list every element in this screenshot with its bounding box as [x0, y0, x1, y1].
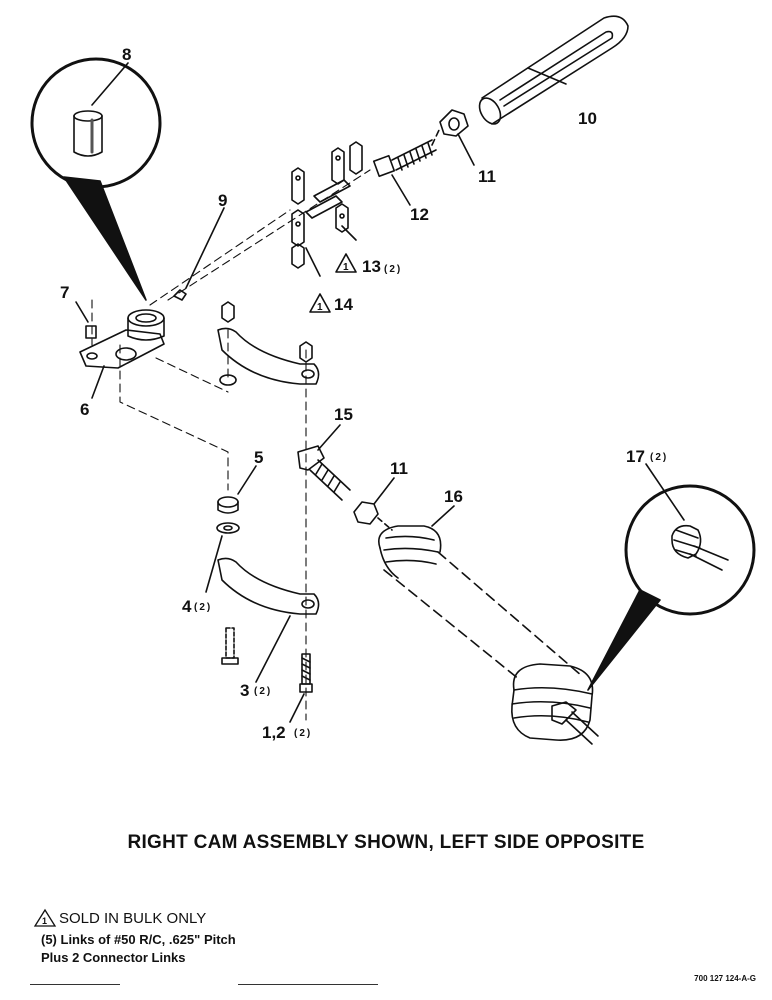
- part-12-threaded-rod: [372, 127, 441, 206]
- warning-triangle-icon: 1: [33, 908, 57, 927]
- callout-5: 5: [254, 448, 263, 467]
- triangle-marker-14: 1: [317, 302, 325, 313]
- part-11-hex-nut-upper: [439, 109, 475, 166]
- bulk-note-title: SOLD IN BULK ONLY: [59, 909, 207, 927]
- part-7-bolt: [75, 301, 97, 339]
- detail-circle-part-17: [587, 463, 756, 691]
- figure-caption: RIGHT CAM ASSEMBLY SHOWN, LEFT SIDE OPPO…: [127, 832, 645, 853]
- callout-6: 6: [80, 400, 89, 419]
- callout-17-qty: (2): [650, 452, 668, 463]
- callout-4-qty: (2): [194, 602, 212, 613]
- part-3-upper-cam-arm: [217, 301, 320, 386]
- drawing-reference-number: 700 127 124-A-G: [694, 974, 756, 983]
- part-11-hex-nut-lower: [353, 477, 395, 531]
- part-10-slotted-arm: [478, 15, 629, 125]
- bulk-note: 1 SOLD IN BULK ONLY (5) Links of #50 R/C…: [33, 907, 453, 965]
- callout-11-upper: 11: [478, 167, 496, 186]
- roller-end-detail: [671, 524, 729, 571]
- part-9-grease-fitting: [173, 207, 225, 301]
- callout-12: 12: [410, 205, 429, 224]
- bulk-note-line-2: Plus 2 Connector Links: [41, 950, 186, 965]
- part-16-cam-roller: [378, 505, 599, 745]
- bushing-detail: [73, 110, 103, 157]
- callout-1-2: 1,2: [262, 723, 286, 742]
- part-6-cam-bracket: [79, 309, 165, 399]
- callout-4: 4: [182, 597, 192, 616]
- part-1-2-bolts: [221, 627, 313, 723]
- callout-1-2-qty: (2): [294, 728, 312, 739]
- callout-3-qty: (2): [254, 686, 272, 697]
- part-3-lower-cam-arm: [217, 557, 320, 683]
- roller-chain-parts-13-14: [291, 141, 363, 277]
- callout-13: 13: [362, 257, 381, 276]
- part-4-washer: [205, 522, 240, 593]
- bulk-note-line-1: (5) Links of #50 R/C, .625" Pitch: [41, 932, 236, 947]
- note-triangle-14: [309, 293, 331, 313]
- footer-rule-left: [30, 984, 120, 985]
- callout-7: 7: [60, 283, 69, 302]
- alignment-lines: [91, 169, 371, 721]
- detail-circle-part-8: [30, 57, 162, 301]
- triangle-marker-13: 1: [343, 262, 351, 273]
- callout-9: 9: [218, 191, 227, 210]
- callout-3: 3: [240, 681, 249, 700]
- callout-14: 14: [334, 295, 353, 314]
- callout-16: 16: [444, 487, 463, 506]
- bulk-note-heading: 1 SOLD IN BULK ONLY: [33, 907, 453, 929]
- callout-17: 17: [626, 447, 645, 466]
- svg-text:1: 1: [42, 916, 47, 926]
- callout-11-lower: 11: [390, 459, 408, 478]
- part-5-spacer: [217, 465, 257, 514]
- callout-10: 10: [578, 109, 597, 128]
- callout-8: 8: [122, 45, 131, 64]
- footer-rule-mid: [238, 984, 378, 985]
- part-15-turnbuckle-end: [297, 424, 351, 501]
- note-triangle-13: [335, 253, 357, 273]
- callout-13-qty: (2): [384, 264, 402, 275]
- callout-15: 15: [334, 405, 353, 424]
